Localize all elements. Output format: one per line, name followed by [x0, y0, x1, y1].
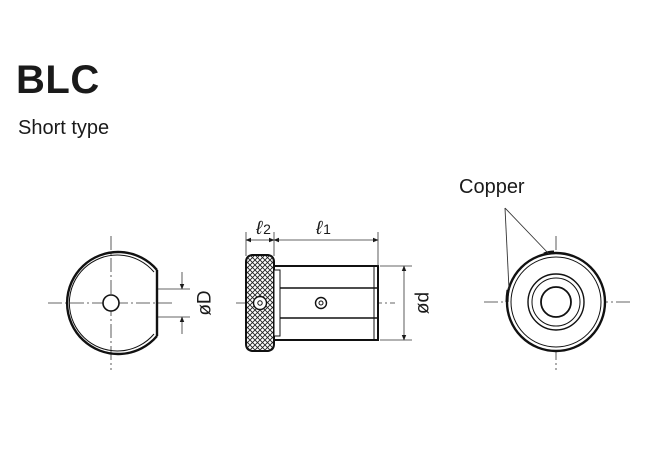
front-screw-hole — [102, 294, 120, 312]
dim-d-label: ød — [413, 292, 434, 314]
rear-inner-edge — [510, 256, 602, 348]
front-view: øD — [48, 236, 216, 370]
side-view: ℓ2 ℓ1 ød — [236, 218, 434, 352]
dim-l2-label: ℓ2 — [255, 218, 271, 239]
front-inner-edge — [68, 254, 155, 352]
page-title: BLC — [16, 58, 100, 102]
body-relief — [273, 269, 281, 337]
side-screw-slot-1 — [257, 300, 263, 306]
front-outer-edge — [65, 250, 158, 356]
copper-label: Copper — [459, 176, 525, 198]
copper-leader-1 — [504, 207, 550, 255]
rear-bore — [540, 286, 572, 318]
side-screw-head-2 — [314, 296, 328, 310]
copper-insert-left — [505, 289, 510, 303]
side-screw-slot-2 — [318, 300, 324, 306]
page-subtitle: Short type — [18, 117, 110, 139]
copper-leader-2 — [504, 207, 510, 290]
dim-l1-label: ℓ1 — [315, 218, 331, 239]
copper-insert-top — [543, 250, 555, 256]
rear-body-ring — [527, 273, 585, 331]
side-screw-head-1 — [252, 295, 268, 311]
rear-view: Copper — [459, 176, 632, 370]
rear-chamfer-ring — [531, 277, 581, 327]
dim-D-label: øD — [195, 290, 216, 315]
